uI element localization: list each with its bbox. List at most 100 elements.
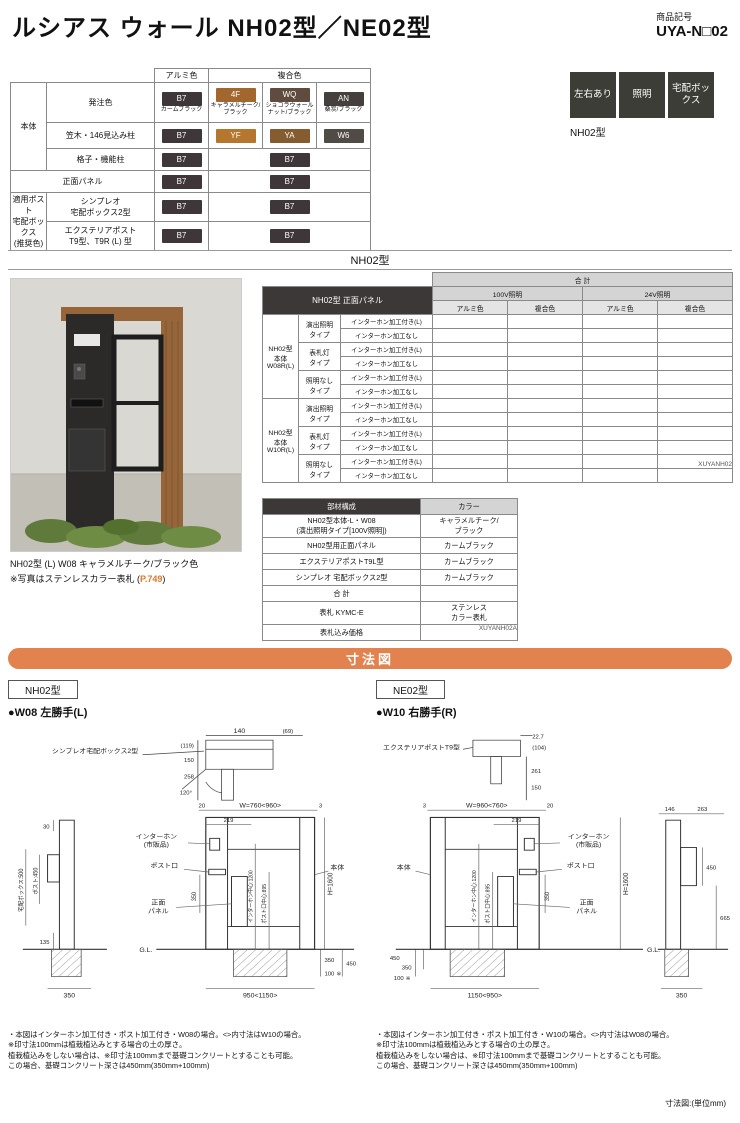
price-cell [582,468,658,483]
price-cell [657,412,733,427]
badge-delivery-box: 宅配ボックス [668,72,714,118]
dim-label: H=1600 [327,872,334,895]
page-reference: P.749 [140,574,163,584]
header: ルシアス ウォール NH02型／NE02型 商品記号 UYA-N□02 [12,8,728,58]
price-cell [507,426,583,441]
price-proc: インターホン加工なし [340,468,433,483]
note-line: ・本図はインターホン加工付き・ポスト加工付き・W10の場合。<>内寸法はW08の… [376,1030,674,1039]
dim-label: 100 [394,976,404,982]
parts-row-color: カームブラック [420,537,518,554]
price-proc: インターホン加工付き(L) [340,314,433,329]
price-cell [507,328,583,343]
photo-block: NH02型 (L) W08 キャラメルチーク/ブラック色 ※写真はステンレスカラ… [10,278,242,585]
parts-row-color: キャラメルチーク/ ブラック [420,514,518,538]
nh02-dimension-column: NH02型 ●W08 左勝手(L) 140 (69) (119) 150 258… [8,680,366,1071]
dim-label: 20 [547,804,554,810]
cell-chip: WQ ショコラウォールナット/ブラック [262,82,317,123]
price-cell [432,384,508,399]
price-type: 照明なし タイプ [298,370,341,399]
price-cell [657,468,733,483]
badge-left-right: 左右あり [570,72,616,118]
ne02-variant: ●W10 右勝手(R) [376,707,457,719]
part-label: 本体 [397,863,411,872]
price-type: 演出照明 タイプ [298,398,341,427]
cell-chip: B7 カームブラック [154,82,209,123]
price-cell [657,440,733,455]
dim-label: 350 [192,892,198,901]
price-cell [432,398,508,413]
price-proc: インターホン加工付き(L) [340,370,433,385]
price-proc: インターホン加工付き(L) [340,398,433,413]
price-cell [582,398,658,413]
parts-row-color [420,624,518,641]
cell-chip: B7 [154,170,209,193]
color-chip-b7: B7 [269,174,310,189]
caption-note-close: ) [162,574,166,584]
note-line: ・本図はインターホン加工付き・ポスト加工付き・W08の場合。<>内寸法はW10の… [8,1030,306,1039]
price-cell [432,356,508,371]
section-title: NH02型 [350,255,390,267]
price-cell [507,342,583,357]
color-chip-an: AN [323,91,364,106]
side-view [665,819,697,950]
color-chip-b7: B7 [161,152,202,167]
price-cell [507,314,583,329]
dim-label: G.L. [139,947,152,954]
row-label-simpleo: シンプレオ 宅配ボックス2型 [46,192,155,222]
note-line: ※印寸法100mmは植栽植込みとする場合の土の厚さ。 [8,1040,187,1050]
price-header-panel: NH02型 正面パネル [262,286,433,315]
photo-plants [25,519,221,548]
part-label: インターホン [136,832,178,841]
part-label: シンプレオ宅配ボックス2型 [52,746,139,755]
dim-label: 219 [224,818,234,824]
row-label-t9: エクステリアポスト T9型、T9R (L) 型 [46,221,155,251]
color-chip-b7: B7 [161,128,202,143]
color-chip-b7: B7 [269,152,310,167]
part-label: パネル [576,907,597,915]
dim-label: ポスト:450 [31,868,39,895]
color-chip-wq: WQ [269,88,310,103]
dim-label: 1150<950> [468,993,503,1000]
cell-chip: B7 [154,192,209,222]
table-code: XUYANH02 [698,461,732,468]
dim-label: 263 [697,807,707,813]
price-cell [657,328,733,343]
part-label: 本体 [330,863,344,872]
cell-chip: 4F キャラメルチーク/ブラック [208,82,263,123]
dim-label: 140 [234,728,246,735]
dim-label: ポスト口中心:895 [483,884,491,924]
price-cell [432,328,508,343]
product-code: UYA-N□02 [656,23,728,40]
color-chip-b7-name: カームブラック [160,106,203,113]
nh02-model-box: NH02型 [8,680,78,699]
part-label: ポスト口 [567,862,595,870]
page-title: ルシアス ウォール NH02型／NE02型 [12,15,432,42]
dim-label: ※ [336,972,341,978]
dimension-lines [658,813,725,989]
plan-view [142,735,303,801]
dim-label: (104) [532,745,546,751]
note-line: この場合、基礎コンクリート深さは450mm(350mm+100mm) [8,1061,210,1071]
part-label: (市販品) [144,840,169,849]
photo-wood-frame [61,307,183,529]
parts-row-color: カームブラック [420,553,518,570]
dim-label: ポスト口中心:895 [260,884,268,924]
parts-table: 部材構成 カラー NH02型本体-L・W08 (演出照明タイプ[100V照明])… [262,498,518,641]
price-cell [582,412,658,427]
dim-label: 350 [324,958,334,964]
price-cell [432,468,508,483]
price-subheader-fukugo: 複合色 [657,300,733,315]
elevation-view [205,816,316,950]
price-cell [507,468,583,483]
color-chip-4f: 4F [215,88,256,103]
price-header-total: 合 計 [432,272,733,287]
dim-label: 450 [706,865,716,871]
color-chip-yf: YF [215,128,256,143]
cell-chip: YF [208,122,263,149]
price-proc: インターホン加工なし [340,384,433,399]
cell-chip: B7 [208,221,371,251]
photo-pillar [66,314,114,529]
dim-label: 350 [64,993,76,1000]
price-cell [582,426,658,441]
price-subheader-fukugo: 複合色 [507,300,583,315]
